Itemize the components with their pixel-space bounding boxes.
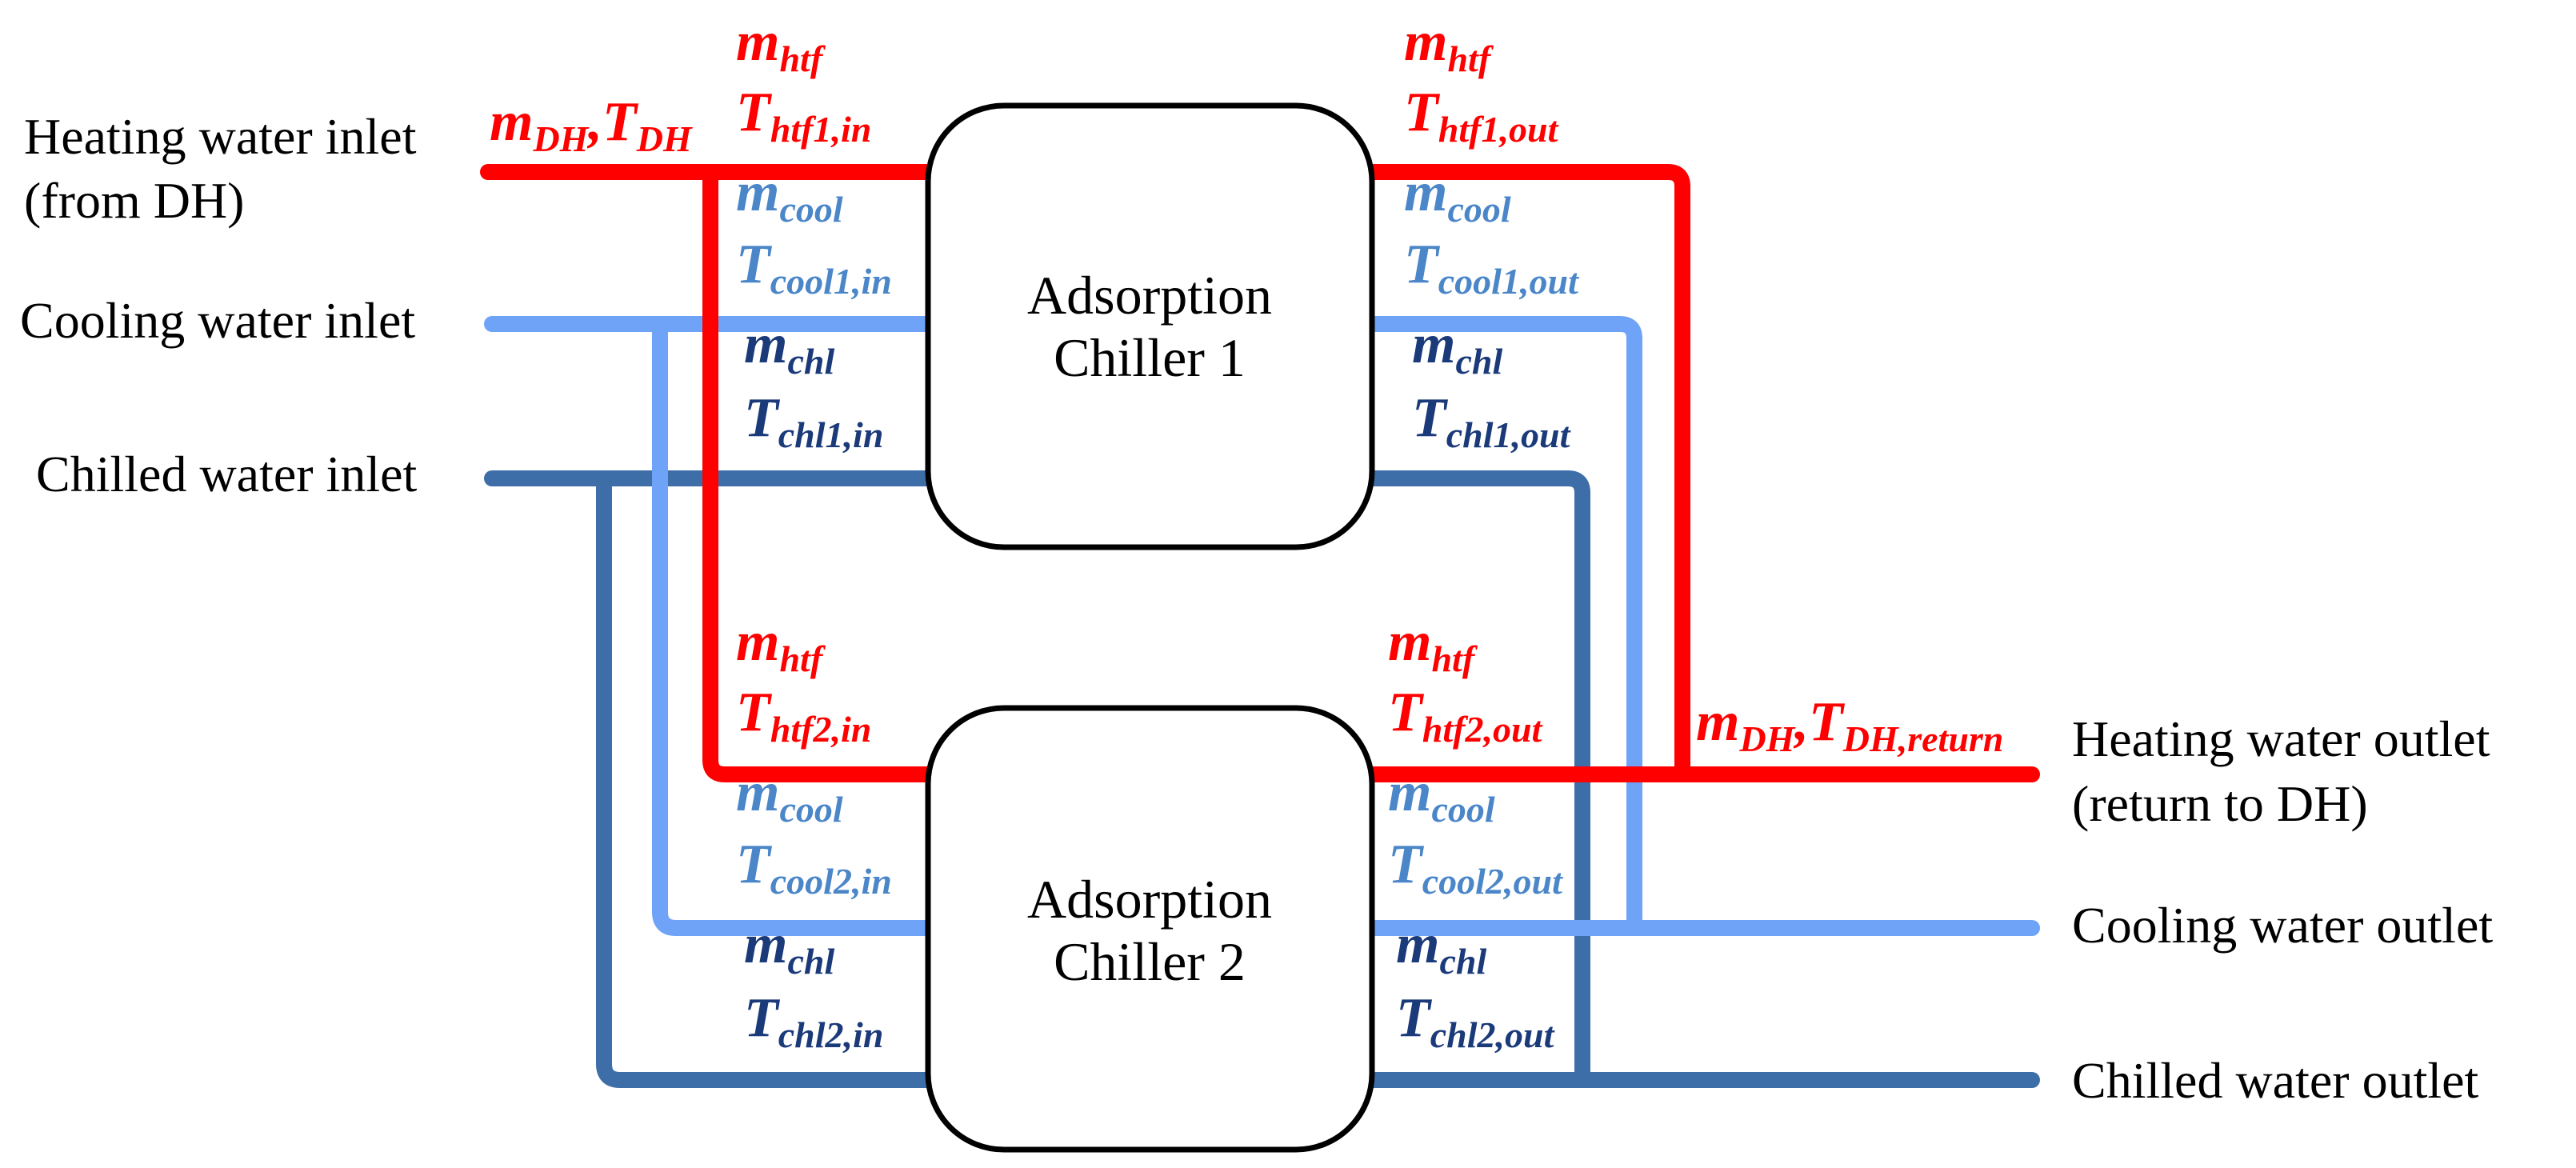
c2-out-m-cool-label: mcool bbox=[1388, 762, 1495, 830]
chilled-return-from-chiller1 bbox=[1356, 470, 1590, 1088]
c2-in-m-htf-label: mhtf bbox=[736, 611, 826, 679]
outlet-labels: Heating water outlet (return to DH) Cool… bbox=[2072, 710, 2493, 1109]
cooling-inlet-label: Cooling water inlet bbox=[20, 292, 415, 349]
chiller-1-box bbox=[925, 102, 1375, 550]
c1-in-t-htf-label: Thtf1,in bbox=[736, 82, 871, 150]
c2-in-m-cool-label: mcool bbox=[736, 762, 843, 830]
c1-in-m-cool-label: mcool bbox=[736, 162, 843, 230]
heating-supply-to-chiller2 bbox=[702, 164, 944, 782]
chiller-2-label-line1: Adsorption bbox=[1027, 869, 1272, 930]
heating-outlet-label: Heating water outlet bbox=[2072, 710, 2490, 767]
chiller-2-label-line2: Chiller 2 bbox=[1054, 931, 1246, 992]
heating-inlet-source: (from DH) bbox=[24, 172, 244, 229]
dh-inlet-stream-label: mDH,TDH bbox=[490, 91, 693, 159]
heating-inlet-label: Heating water inlet bbox=[24, 108, 417, 165]
chiller-1: Adsorption Chiller 1 bbox=[925, 102, 1375, 550]
c1-out-m-chl-label: mchl bbox=[1412, 314, 1502, 382]
chiller-2: Adsorption Chiller 2 bbox=[925, 705, 1375, 1153]
chiller-2-box bbox=[925, 705, 1375, 1153]
inlet-labels: Heating water inlet (from DH) Cooling wa… bbox=[20, 108, 418, 502]
c1-in-m-chl-label: mchl bbox=[744, 314, 834, 382]
c2-in-t-chl-label: Tchl2,in bbox=[744, 987, 883, 1055]
c2-in-t-htf-label: Thtf2,in bbox=[736, 682, 871, 750]
c1-out-t-cool-label: Tcool1,out bbox=[1404, 234, 1579, 302]
heating-outlet-destination: (return to DH) bbox=[2072, 775, 2368, 832]
cooling-return-from-chiller1 bbox=[1356, 316, 1642, 936]
c1-in-t-chl-label: Tchl1,in bbox=[744, 387, 883, 455]
chilled-supply-to-chiller2 bbox=[596, 470, 944, 1088]
chiller-port-labels: mhtfThtf1,inmcoolTcool1,inmchlTchl1,inmh… bbox=[736, 11, 1579, 1055]
c2-out-m-htf-label: mhtf bbox=[1388, 611, 1478, 679]
chiller-1-label-line2: Chiller 1 bbox=[1054, 327, 1246, 388]
heating-water-network bbox=[480, 164, 2040, 782]
c1-in-t-cool-label: Tcool1,in bbox=[736, 234, 892, 302]
chiller-1-label-line1: Adsorption bbox=[1027, 265, 1272, 326]
c1-out-t-chl-label: Tchl1,out bbox=[1412, 387, 1571, 455]
heating-return-from-chiller1 bbox=[1356, 164, 1690, 782]
c1-in-m-htf-label: mhtf bbox=[736, 11, 826, 79]
c2-out-t-htf-label: Thtf2,out bbox=[1388, 682, 1543, 750]
c2-in-m-chl-label: mchl bbox=[744, 914, 834, 982]
dh-outlet-stream-label: mDH,TDH,return bbox=[1696, 691, 2003, 759]
cooling-outlet-label: Cooling water outlet bbox=[2072, 897, 2493, 954]
c1-out-m-htf-label: mhtf bbox=[1404, 11, 1494, 79]
c2-out-m-chl-label: mchl bbox=[1396, 914, 1486, 982]
c2-out-t-chl-label: Tchl2,out bbox=[1396, 987, 1555, 1055]
chilled-inlet-label: Chilled water inlet bbox=[36, 446, 418, 502]
c1-out-m-cool-label: mcool bbox=[1404, 162, 1511, 230]
c1-out-t-htf-label: Thtf1,out bbox=[1404, 82, 1559, 150]
c2-out-t-cool-label: Tcool2,out bbox=[1388, 834, 1563, 902]
cooling-supply-to-chiller2 bbox=[652, 316, 944, 936]
c2-in-t-cool-label: Tcool2,in bbox=[736, 834, 892, 902]
chilled-outlet-label: Chilled water outlet bbox=[2072, 1052, 2479, 1109]
